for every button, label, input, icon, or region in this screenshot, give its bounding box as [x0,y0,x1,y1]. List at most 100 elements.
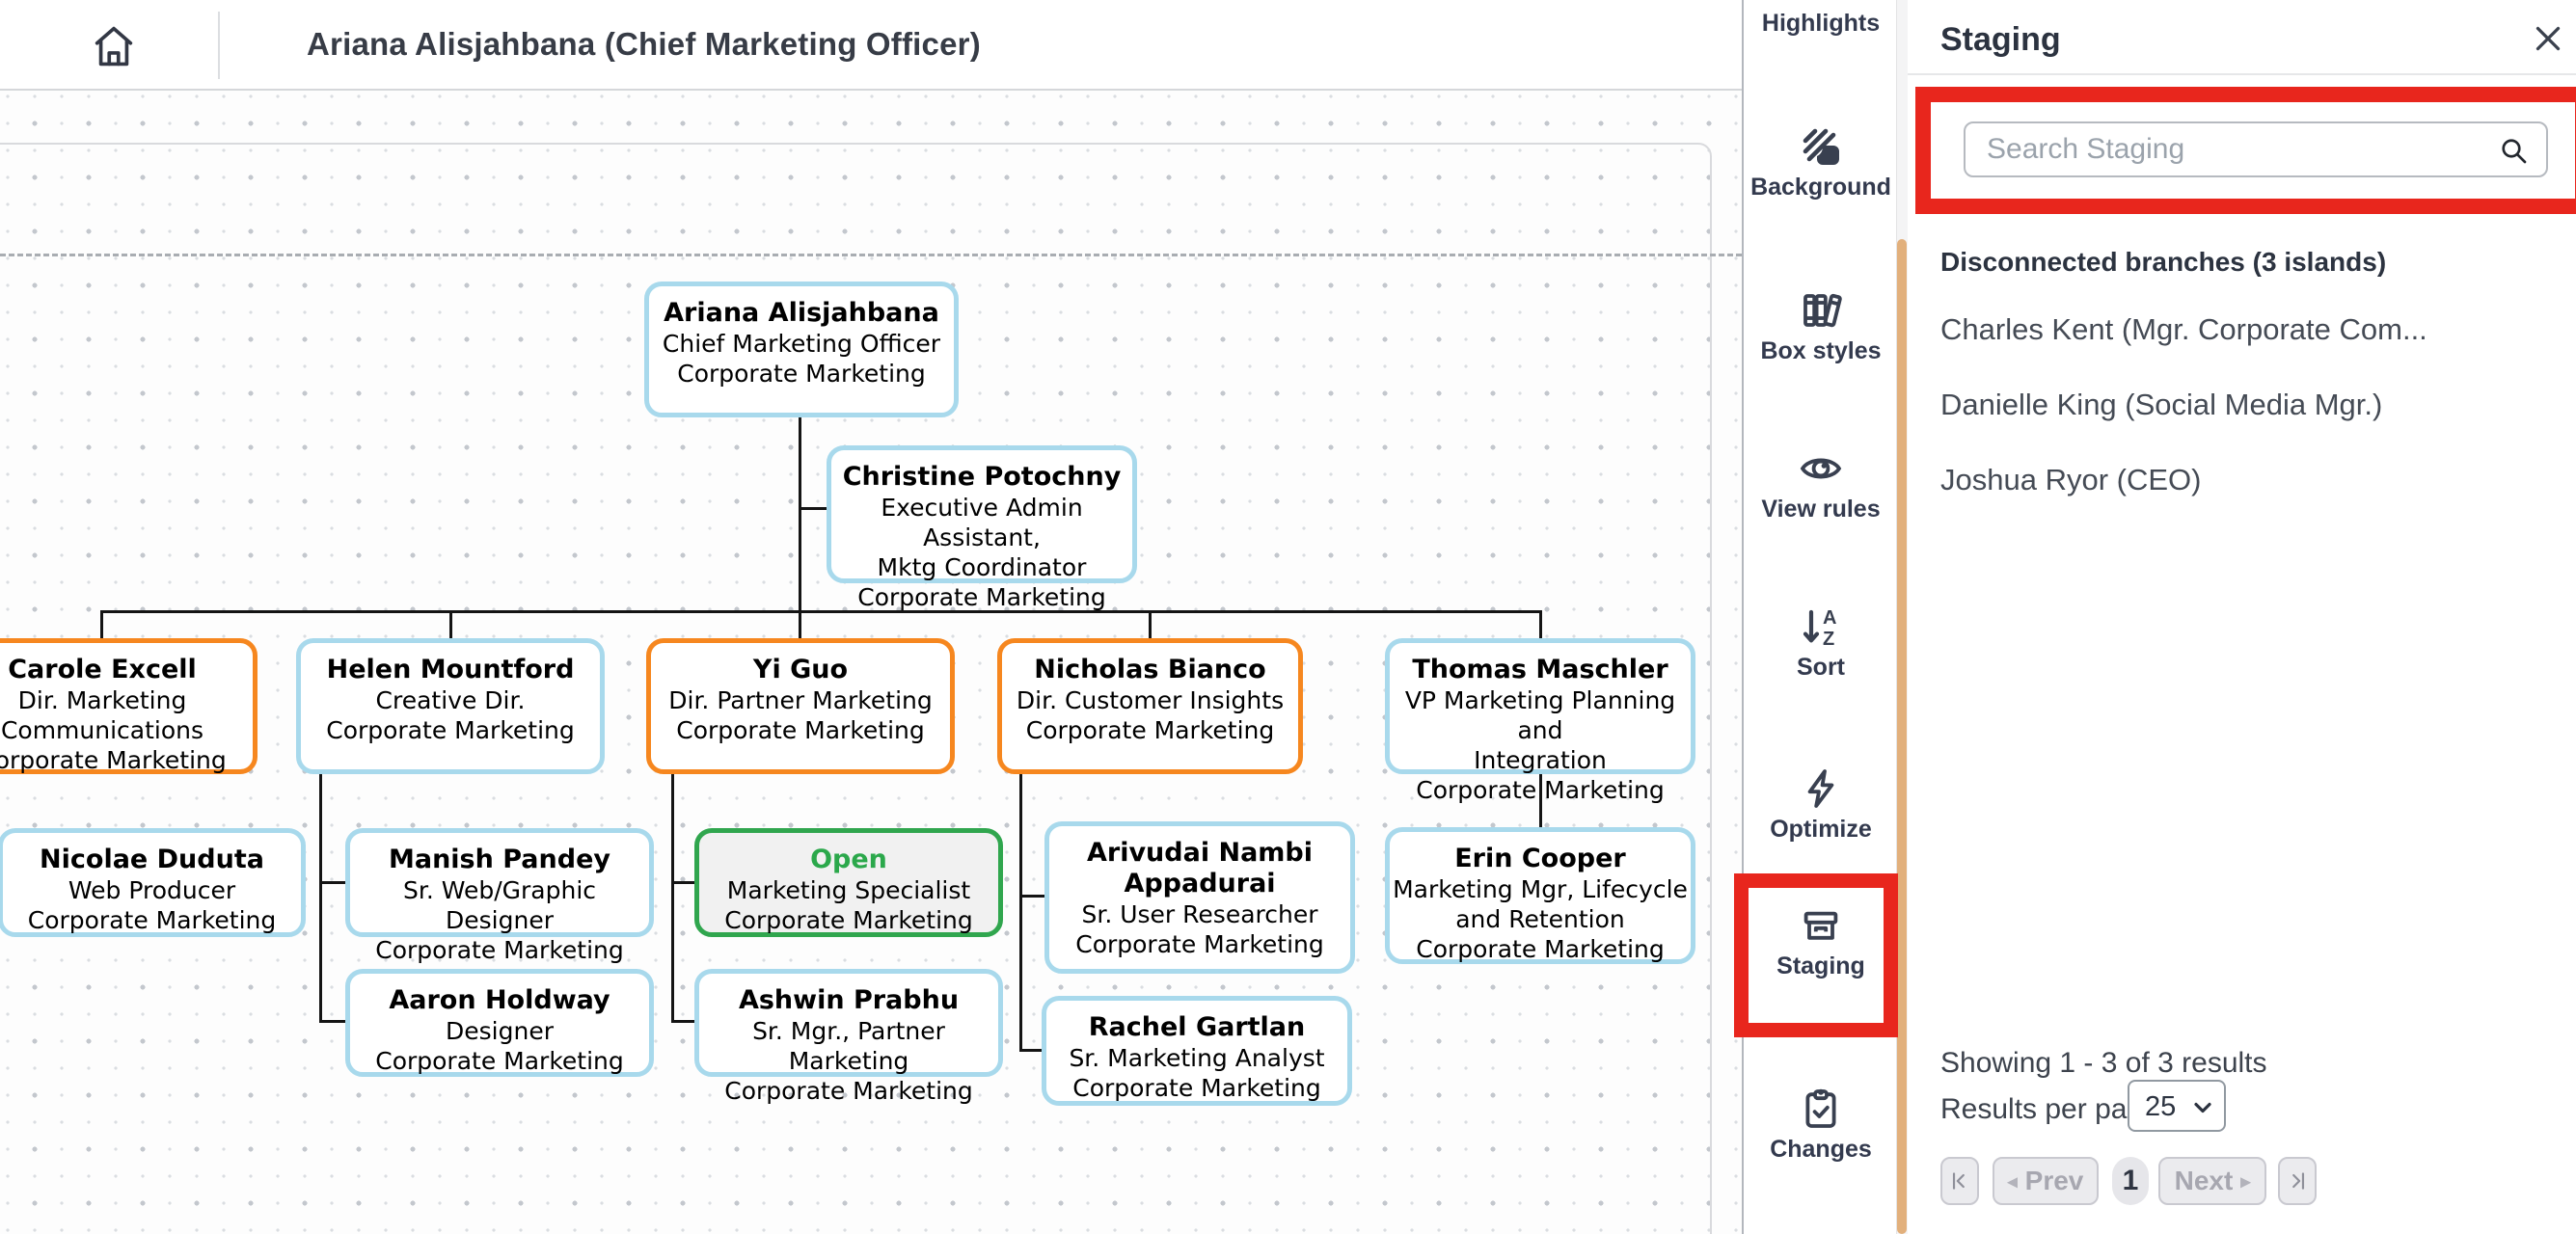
staging-list-item[interactable]: Charles Kent (Mgr. Corporate Com... [1940,312,2427,346]
staging-panel: Staging Disconnected branches (3 islands… [1908,0,2576,1234]
org-node-line: Corporate Marketing [857,583,1106,611]
disconnected-branches-heading: Disconnected branches (3 islands) [1940,247,2387,277]
home-icon [95,26,133,67]
org-node-line: Web Producer [68,876,236,904]
org-node-line: Corporate Marketing [1025,716,1275,744]
prev-page-button[interactable]: ◂ Prev [1993,1157,2099,1205]
toolbar-item-highlights[interactable]: Highlights [1744,6,1898,38]
prev-arrow-icon: ◂ [2007,1170,2018,1193]
org-node-line: Corporate Marketing [1416,776,1665,804]
org-node-line: Mktg Coordinator [877,553,1087,581]
changes-icon [1744,1086,1898,1132]
org-node-line: Corporate Marketing [1072,1074,1321,1102]
org-node-name: Nicholas Bianco [1034,655,1266,684]
org-node-line: Corporate Marketing [676,716,925,744]
org-node-line: Corporate Marketing [375,936,624,964]
org-node-name: Arivudai Nambi Appadurai [1086,838,1314,899]
org-node-line: Sr. User Researcher [1081,900,1318,928]
org-node-line: Sr. Mgr., Partner Marketing [752,1017,945,1075]
background-icon [1744,123,1898,170]
org-node-line: Executive Admin Assistant, [881,494,1083,551]
org-node-name: Christine Potochny [842,462,1122,492]
toolbar-item-view-rules[interactable]: View rules [1744,445,1898,523]
topbar-divider [218,12,220,79]
results-per-page-select[interactable]: 25 [2128,1080,2226,1132]
org-node-line: Designer [446,1017,554,1045]
last-page-button[interactable] [2278,1157,2317,1205]
toolbar-item-label: Optimize [1770,816,1872,843]
toolbar-item-label: View rules [1761,496,1881,523]
org-node-line: Communications [0,716,204,744]
org-node-line: Dir. Partner Marketing [668,686,933,714]
org-connector [671,1020,694,1023]
home-button[interactable] [89,21,139,71]
results-per-page-label: Results per page [1940,1093,2159,1125]
org-node-line: Corporate Marketing [0,746,227,774]
org-node-line: Chief Marketing Officer [662,330,941,358]
toolbar-item-box-styles[interactable]: Box styles [1744,287,1898,365]
org-node-line: Sr. Marketing Analyst [1069,1044,1325,1072]
org-connector [449,610,452,638]
org-node-name: Aaron Holdway [389,985,610,1015]
toolbar-item-optimize[interactable]: Optimize [1744,765,1898,844]
toolbar-item-label: Background [1750,174,1891,201]
svg-text:A: A [1823,607,1836,629]
org-node-name: Helen Mountford [326,655,575,684]
panel-title: Staging [1940,21,2061,58]
org-node-line: Dir. Marketing [17,686,187,714]
org-node-name: Rachel Gartlan [1088,1012,1306,1042]
next-page-button[interactable]: Next ▸ [2158,1157,2266,1205]
staging-list-item[interactable]: Danielle King (Social Media Mgr.) [1940,388,2383,421]
org-connector [799,507,827,510]
chevron-down-icon [2194,1102,2211,1113]
org-node-line: Corporate Marketing [375,1047,624,1075]
org-node-line: Corporate Marketing [1416,935,1665,963]
org-node-line: Marketing Mgr, Lifecycle [1393,875,1688,903]
search-input[interactable] [1964,121,2548,177]
staging-list-item[interactable]: Joshua Ryor (CEO) [1940,463,2202,496]
org-node-name: Erin Cooper [1454,844,1626,873]
toolbar-scrollbar-thumb[interactable] [1897,239,1907,1234]
toolbar-item-staging[interactable]: Staging [1744,902,1898,980]
top-bar: Ariana Alisjahbana (Chief Marketing Offi… [0,0,1742,91]
org-node-line: Marketing Specialist [726,876,971,904]
toolbar-item-label: Box styles [1760,337,1882,364]
org-node-name: Thomas Maschler [1412,655,1668,684]
org-node-name: Nicolae Duduta [40,845,264,874]
toolbar-item-background[interactable]: Background [1744,123,1898,201]
org-connector [799,417,801,611]
toolbar-item-changes[interactable]: Changes [1744,1086,1898,1164]
org-node-line: Corporate Marketing [724,906,973,934]
org-node-line: VP Marketing Planning and [1404,686,1676,744]
current-page-indicator[interactable]: 1 [2112,1157,2149,1205]
org-node-line: and Retention [1455,905,1625,933]
org-connector [100,610,103,638]
org-connector [319,881,345,884]
page-title: Ariana Alisjahbana (Chief Marketing Offi… [307,26,981,62]
optimize-icon [1744,765,1898,812]
first-page-button[interactable] [1940,1157,1979,1205]
org-node-name: Carole Excell [8,655,197,684]
org-connector [1019,1049,1042,1052]
org-connector [799,610,801,638]
org-connector [100,610,1542,613]
org-node-name: Ashwin Prabhu [738,985,960,1015]
close-icon[interactable] [2531,21,2565,56]
